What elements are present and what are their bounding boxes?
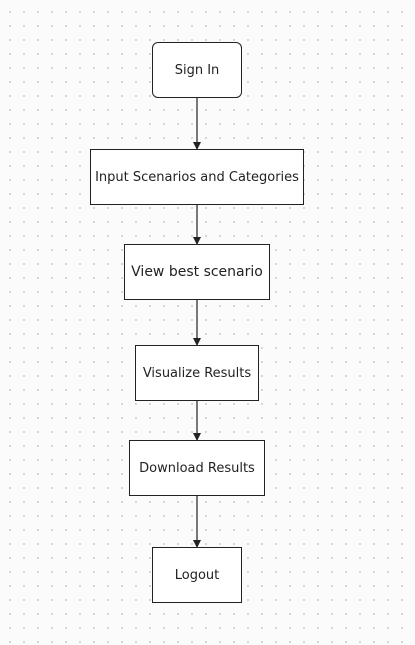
node-sign-in: Sign In	[152, 42, 242, 98]
node-visualize-results: Visualize Results	[135, 345, 259, 401]
node-input-scenarios-label: Input Scenarios and Categories	[95, 169, 299, 185]
node-view-best-scenario-label: View best scenario	[131, 264, 263, 280]
node-download-results: Download Results	[129, 440, 265, 496]
node-visualize-results-label: Visualize Results	[142, 365, 252, 381]
node-logout: Logout	[152, 547, 242, 603]
node-sign-in-label: Sign In	[174, 62, 220, 78]
node-download-results-label: Download Results	[139, 460, 255, 476]
node-input-scenarios: Input Scenarios and Categories	[90, 149, 304, 205]
node-view-best-scenario: View best scenario	[124, 244, 270, 300]
node-logout-label: Logout	[174, 567, 220, 583]
